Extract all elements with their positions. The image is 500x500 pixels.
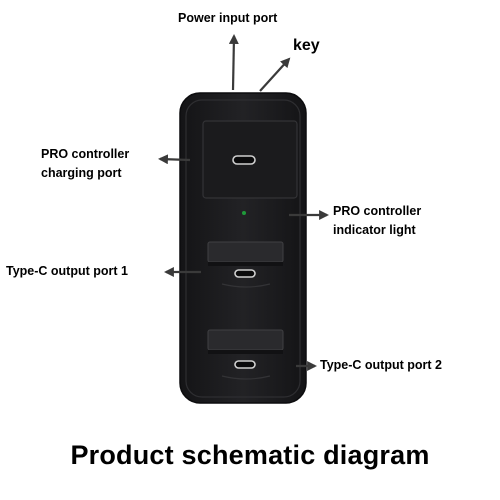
label-type-c-output-port-2: Type-C output port 2 xyxy=(320,358,442,372)
arrow-power-input xyxy=(228,34,239,91)
label-pro-controller-indicator-light: PRO controller indicator light xyxy=(333,204,422,237)
charger-device xyxy=(179,92,307,404)
label-power-input-port: Power input port xyxy=(178,11,278,25)
pro-charging-port xyxy=(232,155,256,165)
label-pro-controller-charging-port: PRO controller charging port xyxy=(41,147,130,180)
label-key: key xyxy=(293,37,320,54)
typec-port-2-module xyxy=(207,329,284,380)
arrow-key xyxy=(259,57,291,92)
diagram-caption: Product schematic diagram xyxy=(70,440,430,470)
callout-arrows xyxy=(158,34,329,371)
arrow-pro-charging xyxy=(158,154,191,165)
typec-port-2 xyxy=(234,360,256,369)
typec-port-1 xyxy=(234,269,256,278)
device-inner-bezel xyxy=(185,99,301,398)
label-type-c-output-port-1: Type-C output port 1 xyxy=(6,264,128,278)
typec-port-1-module xyxy=(207,241,284,288)
pro-indicator-led xyxy=(242,211,246,215)
